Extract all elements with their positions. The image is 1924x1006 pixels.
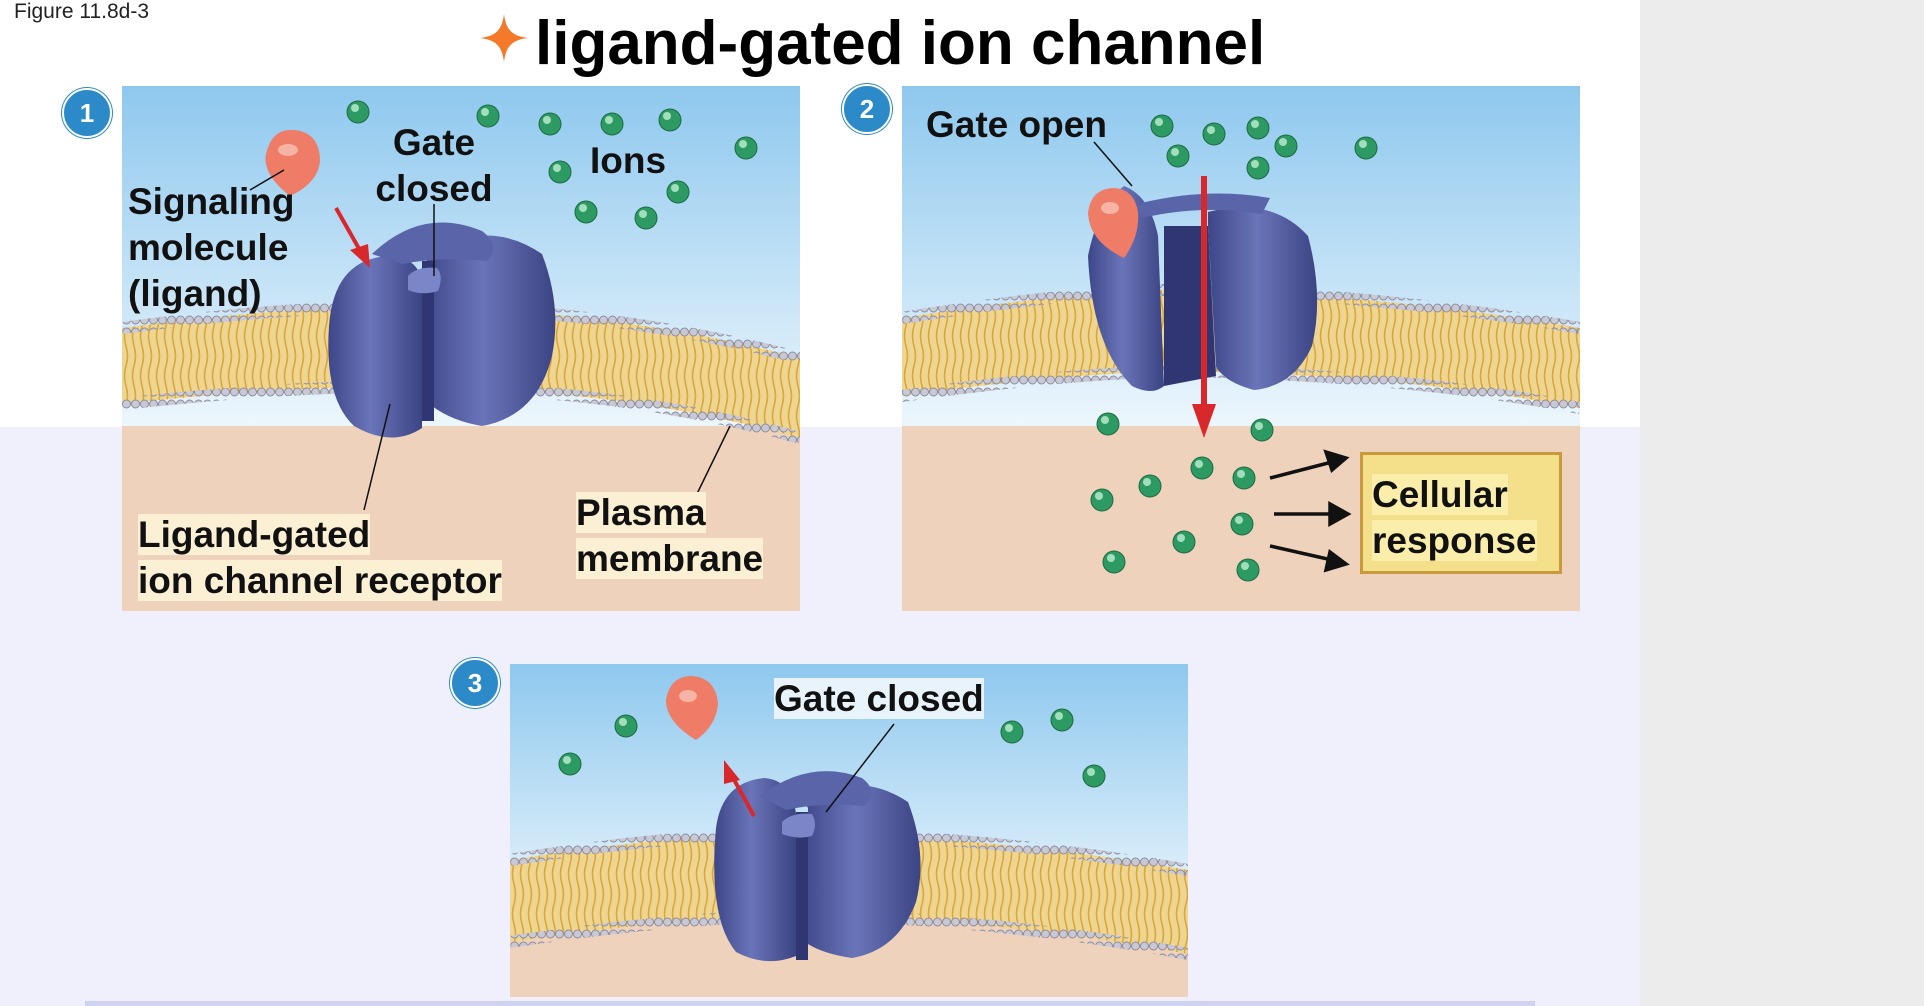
panel-1-illustration — [122, 86, 800, 611]
star-sparkle-icon — [480, 14, 528, 62]
panel-3-illustration — [510, 664, 1188, 997]
signaling-molecule-icon — [265, 129, 320, 196]
label-plasma-membrane: Plasma membrane — [576, 492, 764, 579]
channel-receptor-closed — [714, 771, 921, 962]
signaling-molecule-icon — [666, 676, 718, 740]
panel-step-2 — [902, 86, 1580, 611]
panel-step-3 — [510, 664, 1188, 997]
label-cellular-response: Cellular response — [1372, 474, 1537, 561]
step-badge-1: 1 — [62, 88, 112, 138]
label-ions: Ions — [590, 140, 667, 181]
channel-receptor-closed — [328, 222, 556, 438]
label-gate-closed: Gate closed — [375, 122, 493, 209]
signaling-molecule-icon — [1088, 188, 1139, 258]
window-gutter — [1640, 0, 1924, 1006]
step-badge-2: 2 — [842, 84, 892, 134]
panel-step-1 — [122, 86, 800, 611]
label-receptor: Ligand-gated ion channel receptor — [138, 514, 502, 601]
bottom-divider — [85, 1001, 1535, 1006]
figure-label: Figure 11.8d-3 — [14, 0, 150, 23]
label-gate-closed-3: Gate closed — [774, 678, 984, 719]
panel-2-illustration — [902, 86, 1580, 611]
label-gate-open: Gate open — [926, 104, 1107, 145]
step-badge-3: 3 — [450, 658, 500, 708]
label-signaling-molecule: Signaling molecule (ligand) — [128, 181, 295, 314]
page-title: ligand-gated ion channel — [535, 9, 1266, 78]
